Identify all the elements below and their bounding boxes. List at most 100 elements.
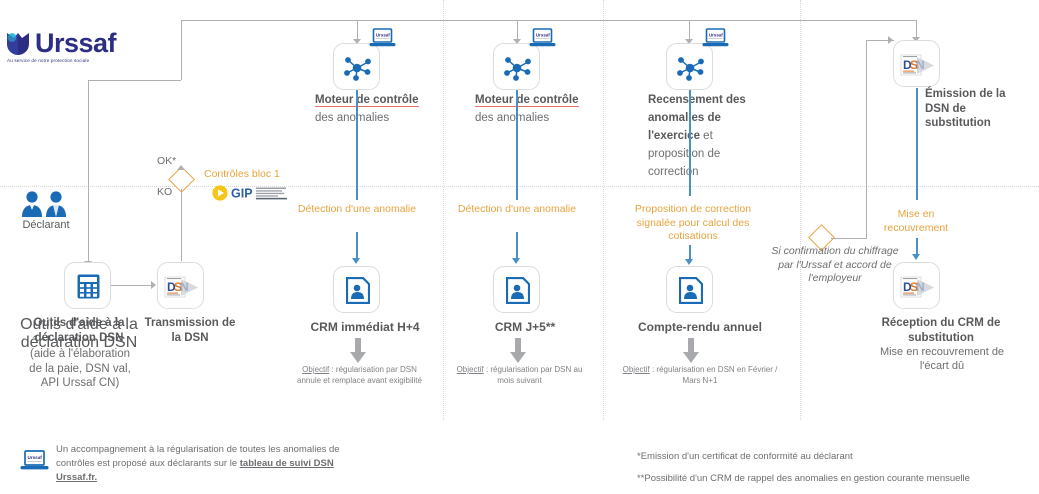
node-card — [64, 262, 111, 309]
column-2-title: Moteur de contrôle des anomalies — [475, 90, 585, 126]
controls-bloc-label: Contrôles bloc 1 — [204, 168, 280, 180]
bus-to-emission — [701, 20, 917, 21]
node-card — [493, 43, 540, 90]
column-1-node-title: CRM immédiat H+4 — [310, 320, 420, 334]
urssaf-logo: Urssaf Au service de notre protection so… — [5, 28, 145, 68]
column-3: Urssaf Recensement des anomalies de l'ex… — [620, 0, 780, 420]
node-crm-1[interactable] — [333, 266, 380, 313]
bus-arrow-col2 — [513, 39, 521, 44]
node-recensement[interactable] — [666, 43, 713, 90]
column-2-title-bold: Moteur de contrôle — [475, 94, 579, 107]
brand-name: Urssaf — [35, 28, 117, 58]
footnote-laptop-icon: Urssaf — [20, 450, 50, 478]
svg-text:Urssaf: Urssaf — [376, 33, 390, 38]
declarant-label: Déclarant — [22, 219, 70, 231]
node-card: D S N — [893, 262, 940, 309]
right-vline-a — [916, 88, 918, 200]
svg-text:D: D — [167, 280, 176, 294]
svg-text:Urssaf: Urssaf — [536, 33, 550, 38]
svg-text:S: S — [910, 280, 918, 294]
dsn-icon: D S N — [164, 273, 199, 305]
laptop-badge-icon: Urssaf — [702, 28, 730, 55]
column-1-vline-a — [356, 90, 358, 200]
column-3-objective-arrow — [681, 338, 701, 369]
bus-arrow-col1 — [353, 39, 361, 44]
column-1: Urssaf Moteur de contrôle des anomalies … — [290, 0, 440, 420]
node-card — [333, 266, 380, 313]
right-arrow-head — [912, 254, 920, 260]
objective-label: Objectif — [622, 365, 650, 374]
footnote-left-text: Un accompagnement à la régularisation de… — [56, 443, 366, 485]
column-separator-1 — [443, 0, 444, 420]
diamond-up-arrow — [177, 165, 185, 170]
node-card — [493, 266, 540, 313]
column-1-objective: Objectif : régularisation par DSN annule… — [292, 365, 427, 386]
column-2-title-rest: des anomalies — [475, 112, 550, 124]
node-transmission-dsn[interactable]: D S N — [157, 262, 204, 309]
objective-text: : régularisation en DSN en Février / Mar… — [649, 365, 778, 385]
node-reception-crm[interactable]: D S N — [893, 262, 940, 309]
svg-text:Urssaf: Urssaf — [28, 455, 43, 460]
network-icon — [503, 55, 533, 86]
crm-document-icon — [345, 276, 371, 309]
column-1-title-bold: Moteur de contrôle — [315, 94, 419, 107]
column-3-title-bold: Recensement des anomalies de l'exercice — [648, 94, 746, 142]
node-outils-subtitle: (aide à l'élaboration de la paie, DSN va… — [29, 348, 131, 389]
right-condition-text: Si confirmation du chiffrage par l'Urssa… — [770, 245, 900, 286]
svg-text:S: S — [910, 58, 918, 72]
column-3-arrow-head — [685, 259, 693, 265]
node-transmission-title: Transmission de la DSN — [144, 317, 236, 344]
node-card — [666, 43, 713, 90]
footnote-right-a: *Emission d'un certificat de conformité … — [637, 451, 853, 462]
node-compte-rendu[interactable] — [666, 266, 713, 313]
column-2-objective: Objectif : régularisation par DSN au moi… — [452, 365, 587, 386]
bus-drop-col3 — [689, 20, 690, 42]
bus-drop-col1 — [357, 20, 358, 42]
objective-label: Objectif — [456, 365, 484, 374]
suivi-dsn-link[interactable]: tableau de suivi DSN Urssaf.fr. — [56, 458, 334, 483]
column-3-arrow-label: Proposition de correction signalée pour … — [634, 203, 752, 242]
feedback-rail-top — [866, 40, 894, 41]
column-3-vline-a — [689, 90, 691, 196]
node-moteur-controle-1[interactable] — [333, 43, 380, 90]
bus-emission-drop — [916, 20, 917, 39]
column-2-node-title: CRM J+5** — [494, 320, 556, 334]
column-3-vline-b — [689, 245, 691, 261]
column-2-arrow-label: Détection d'une anomalie — [457, 203, 577, 215]
node-emission-dsn[interactable]: D S N — [893, 40, 940, 87]
bus-horizontal — [181, 20, 701, 21]
ok-label: OK* — [157, 155, 177, 167]
column-1-vline-b — [356, 232, 358, 260]
node-outils-aide[interactable] — [64, 262, 111, 309]
link-arrow-transmission — [151, 281, 156, 289]
network-icon — [676, 55, 706, 86]
column-2-vline-a — [516, 90, 518, 200]
ko-label: KO — [157, 186, 173, 198]
brand-tagline: Au service de notre protection sociale — [7, 58, 90, 63]
bus-emission-arrow — [912, 37, 920, 42]
declarant-icon — [6, 190, 86, 218]
column-3-node-title: Compte-rendu annuel — [637, 320, 762, 334]
column-2-objective-arrow — [508, 338, 528, 369]
right-vline-b — [916, 238, 918, 256]
column-3-title-rest: et proposition de correction — [648, 130, 721, 178]
node-crm-2[interactable] — [493, 266, 540, 313]
node-outils-title-text: Outils d'aide à la déclaration DSN — [33, 317, 125, 344]
row-separator — [0, 186, 1039, 187]
svg-text:Urssaf: Urssaf — [709, 33, 723, 38]
calculator-icon — [77, 274, 100, 304]
reception-crm-subtitle: Mise en recouvrement de l'écart dû — [879, 346, 1005, 372]
dsn-icon: D S N — [900, 51, 935, 83]
network-icon — [343, 55, 373, 86]
column-1-arrow-label: Détection d'une anomalie — [297, 203, 417, 215]
column-1-objective-arrow — [348, 338, 368, 369]
objective-text: : régularisation par DSN au mois suivant — [483, 365, 583, 385]
link-outils-transmission — [111, 285, 152, 286]
dsn-icon: D S N — [900, 273, 935, 305]
column-1-title: Moteur de contrôle des anomalies — [315, 90, 425, 126]
node-moteur-controle-2[interactable] — [493, 43, 540, 90]
bus-left-drop — [181, 20, 182, 80]
laptop-badge-icon: Urssaf — [529, 28, 557, 55]
feedback-rail-vert — [866, 40, 867, 238]
svg-text:D: D — [903, 58, 912, 72]
